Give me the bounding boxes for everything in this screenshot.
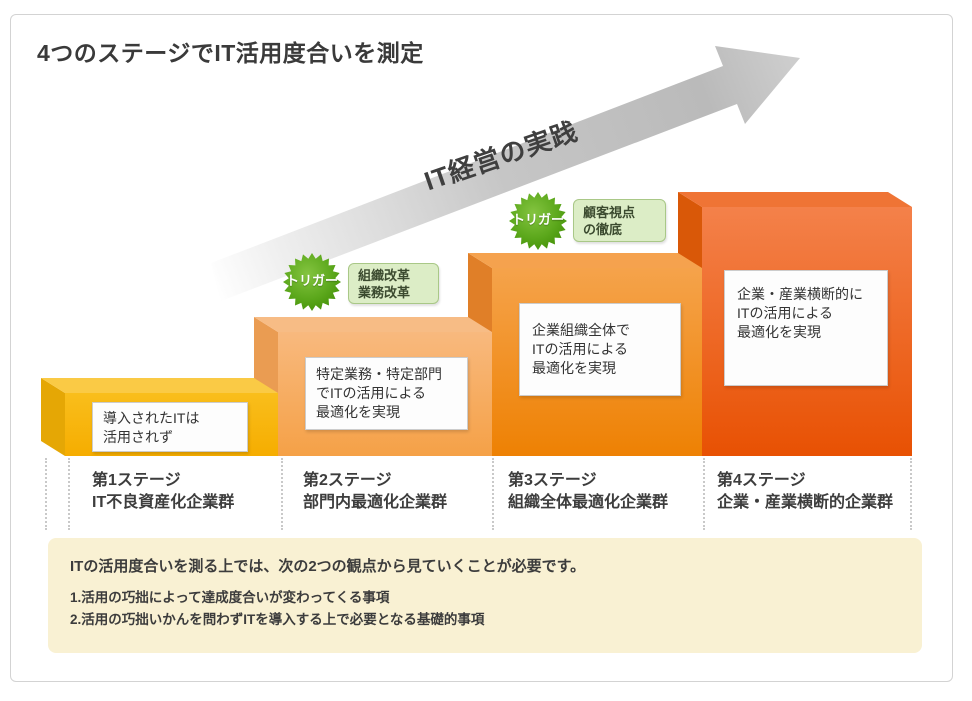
step-note-box-4: 企業・産業横断的に ITの活用による 最適化を実現	[724, 270, 888, 386]
stage-title: 第4ステージ	[717, 472, 806, 489]
stage-label-3: 第3ステージ 組織全体最適化企業群	[508, 470, 668, 514]
stage-label-2: 第2ステージ 部門内最適化企業群	[303, 470, 447, 514]
step-2-top	[254, 317, 492, 332]
note-line: ITの活用による	[532, 341, 629, 357]
trigger-label-2: 組織改革 業務改革	[348, 263, 439, 304]
stage-separator	[910, 458, 912, 530]
footer-items: 1.活用の巧拙によって達成度合いが変わってくる事項 2.活用の巧拙いかんを問わず…	[70, 587, 900, 631]
step-1-top	[41, 378, 278, 393]
note-line: 最適化を実現	[316, 404, 400, 420]
stage-separator	[492, 458, 494, 530]
note-line: 企業組織全体で	[532, 322, 630, 338]
growth-arrow	[211, 46, 800, 301]
stage-title: 第2ステージ	[303, 472, 392, 489]
stage-subtitle: 企業・産業横断的企業群	[717, 494, 894, 511]
stage-separator	[281, 458, 283, 530]
footer-note: ITの活用度合いを測る上では、次の2つの観点から見ていくことが必要です。 1.活…	[48, 538, 922, 653]
trigger-label-line: 組織改革	[358, 267, 411, 283]
step-note-box-2: 特定業務・特定部門 でITの活用による 最適化を実現	[305, 357, 468, 430]
trigger-label-line: の徹底	[583, 221, 623, 237]
stage-subtitle: IT不良資産化企業群	[92, 494, 235, 511]
stage-label-4: 第4ステージ 企業・産業横断的企業群	[717, 470, 893, 514]
trigger-star-icon	[283, 253, 341, 311]
trigger-label-3: 顧客視点 の徹底	[573, 199, 666, 242]
note-line: でITの活用による	[316, 385, 427, 401]
note-line: 特定業務・特定部門	[316, 366, 442, 382]
diagram-title: 4つのステージでIT活用度合いを測定	[37, 40, 424, 66]
trigger-label-line: 顧客視点	[583, 204, 636, 220]
stage-title: 第1ステージ	[92, 472, 181, 489]
stage-separator	[68, 458, 70, 530]
trigger-star-icon	[509, 192, 567, 250]
note-line: ITの活用による	[737, 305, 834, 321]
note-line: 活用されず	[103, 429, 173, 445]
note-line: 企業・産業横断的に	[737, 286, 863, 302]
note-line: 最適化を実現	[737, 324, 821, 340]
footer-item: 2.活用の巧拙いかんを問わずITを導入する上で必要となる基礎的事項	[70, 612, 485, 627]
note-line: 最適化を実現	[532, 360, 616, 376]
stage-title: 第3ステージ	[508, 472, 597, 489]
step-note-box-1: 導入されたITは 活用されず	[92, 402, 248, 452]
stage-subtitle: 部門内最適化企業群	[303, 494, 448, 511]
stage-separator	[45, 458, 47, 530]
footer-heading: ITの活用度合いを測る上では、次の2つの観点から見ていくことが必要です。	[70, 558, 586, 575]
trigger-label-line: 業務改革	[358, 284, 411, 300]
footer-item: 1.活用の巧拙によって達成度合いが変わってくる事項	[70, 590, 390, 605]
step-1-side	[41, 378, 65, 456]
note-line: 導入されたITは	[103, 410, 200, 426]
step-4-top	[678, 192, 912, 207]
step-note-box-3: 企業組織全体で ITの活用による 最適化を実現	[519, 303, 681, 396]
step-3-top	[468, 253, 702, 268]
stage-subtitle: 組織全体最適化企業群	[508, 494, 669, 511]
stage-separator	[703, 458, 705, 530]
trigger-badge-text: トリガー	[511, 212, 564, 227]
stage-label-1: 第1ステージ IT不良資産化企業群	[92, 470, 234, 514]
trigger-badge-text: トリガー	[285, 273, 338, 288]
